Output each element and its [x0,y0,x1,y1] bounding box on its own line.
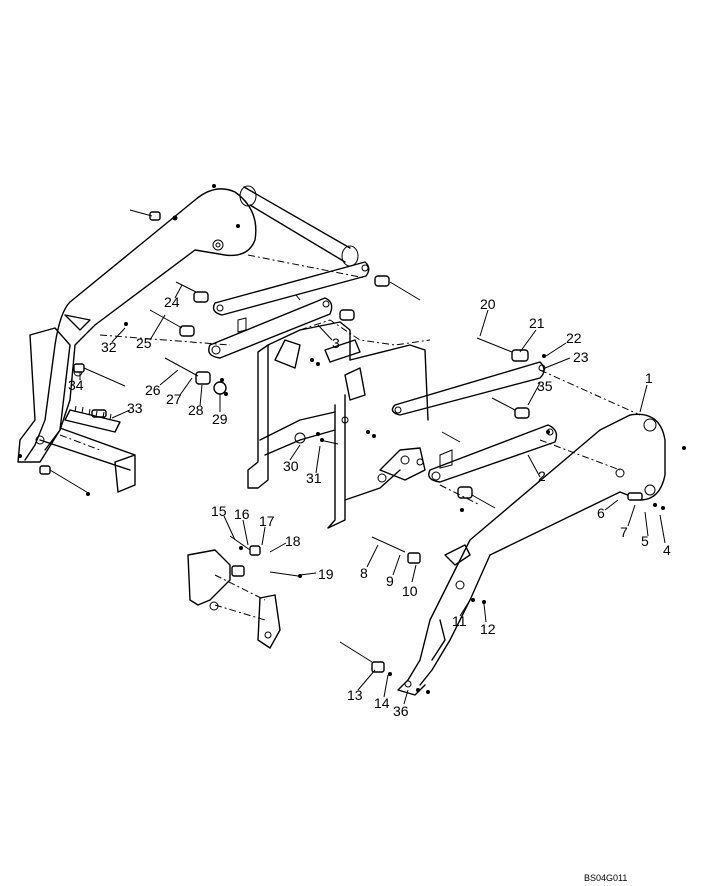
lower-link-right [428,424,558,483]
cross-tube [239,185,359,267]
callout-12: 12 [480,621,496,637]
upper-link-left [212,261,370,316]
lower-link-left [208,297,333,359]
callout-5: 5 [641,533,649,549]
callout-17: 17 [259,513,275,529]
center-lines [59,254,641,506]
quick-attach-bracket [187,549,281,649]
callout-7: 7 [620,524,628,540]
upper-link-right [391,361,546,416]
grease-bar [64,405,121,433]
callout-29: 29 [212,411,228,427]
callout-18: 18 [285,533,301,549]
callout-23: 23 [573,349,589,365]
callout-13: 13 [347,687,363,703]
callout-8: 8 [360,565,368,581]
callout-21: 21 [529,315,545,331]
callout-11: 11 [452,613,467,629]
callout-9: 9 [386,573,394,589]
callout-15: 15 [211,503,227,519]
callout-34: 34 [68,377,84,393]
callout-33: 33 [127,400,143,416]
callout-20: 20 [480,296,496,312]
callout-16: 16 [234,506,250,522]
callout-28: 28 [188,402,204,418]
callout-32: 32 [101,339,117,355]
lower-cross-member [39,427,136,493]
callout-27: 27 [166,391,182,407]
figure-code: BS04G011 [584,873,627,883]
callout-4: 4 [663,542,671,558]
callout-35: 35 [537,378,553,394]
right-loader-arm [397,413,666,696]
hardware-parts [18,184,686,694]
callout-1: 1 [645,370,653,386]
callout-25: 25 [136,335,152,351]
callout-14: 14 [374,695,390,711]
callout-labels: 1 2 3 4 5 6 7 8 9 10 11 12 13 14 15 16 1… [68,294,671,719]
callout-19: 19 [318,566,334,582]
callout-36: 36 [393,703,409,719]
callout-2: 2 [538,468,546,484]
callout-30: 30 [283,458,299,474]
callout-3: 3 [332,335,340,351]
callout-26: 26 [145,382,161,398]
callout-6: 6 [597,505,605,521]
loader-tower-frame [247,319,431,529]
callout-22: 22 [566,330,582,346]
callout-10: 10 [402,583,418,599]
leader-lines [79,284,666,705]
callout-24: 24 [164,294,180,310]
callout-31: 31 [306,470,322,486]
